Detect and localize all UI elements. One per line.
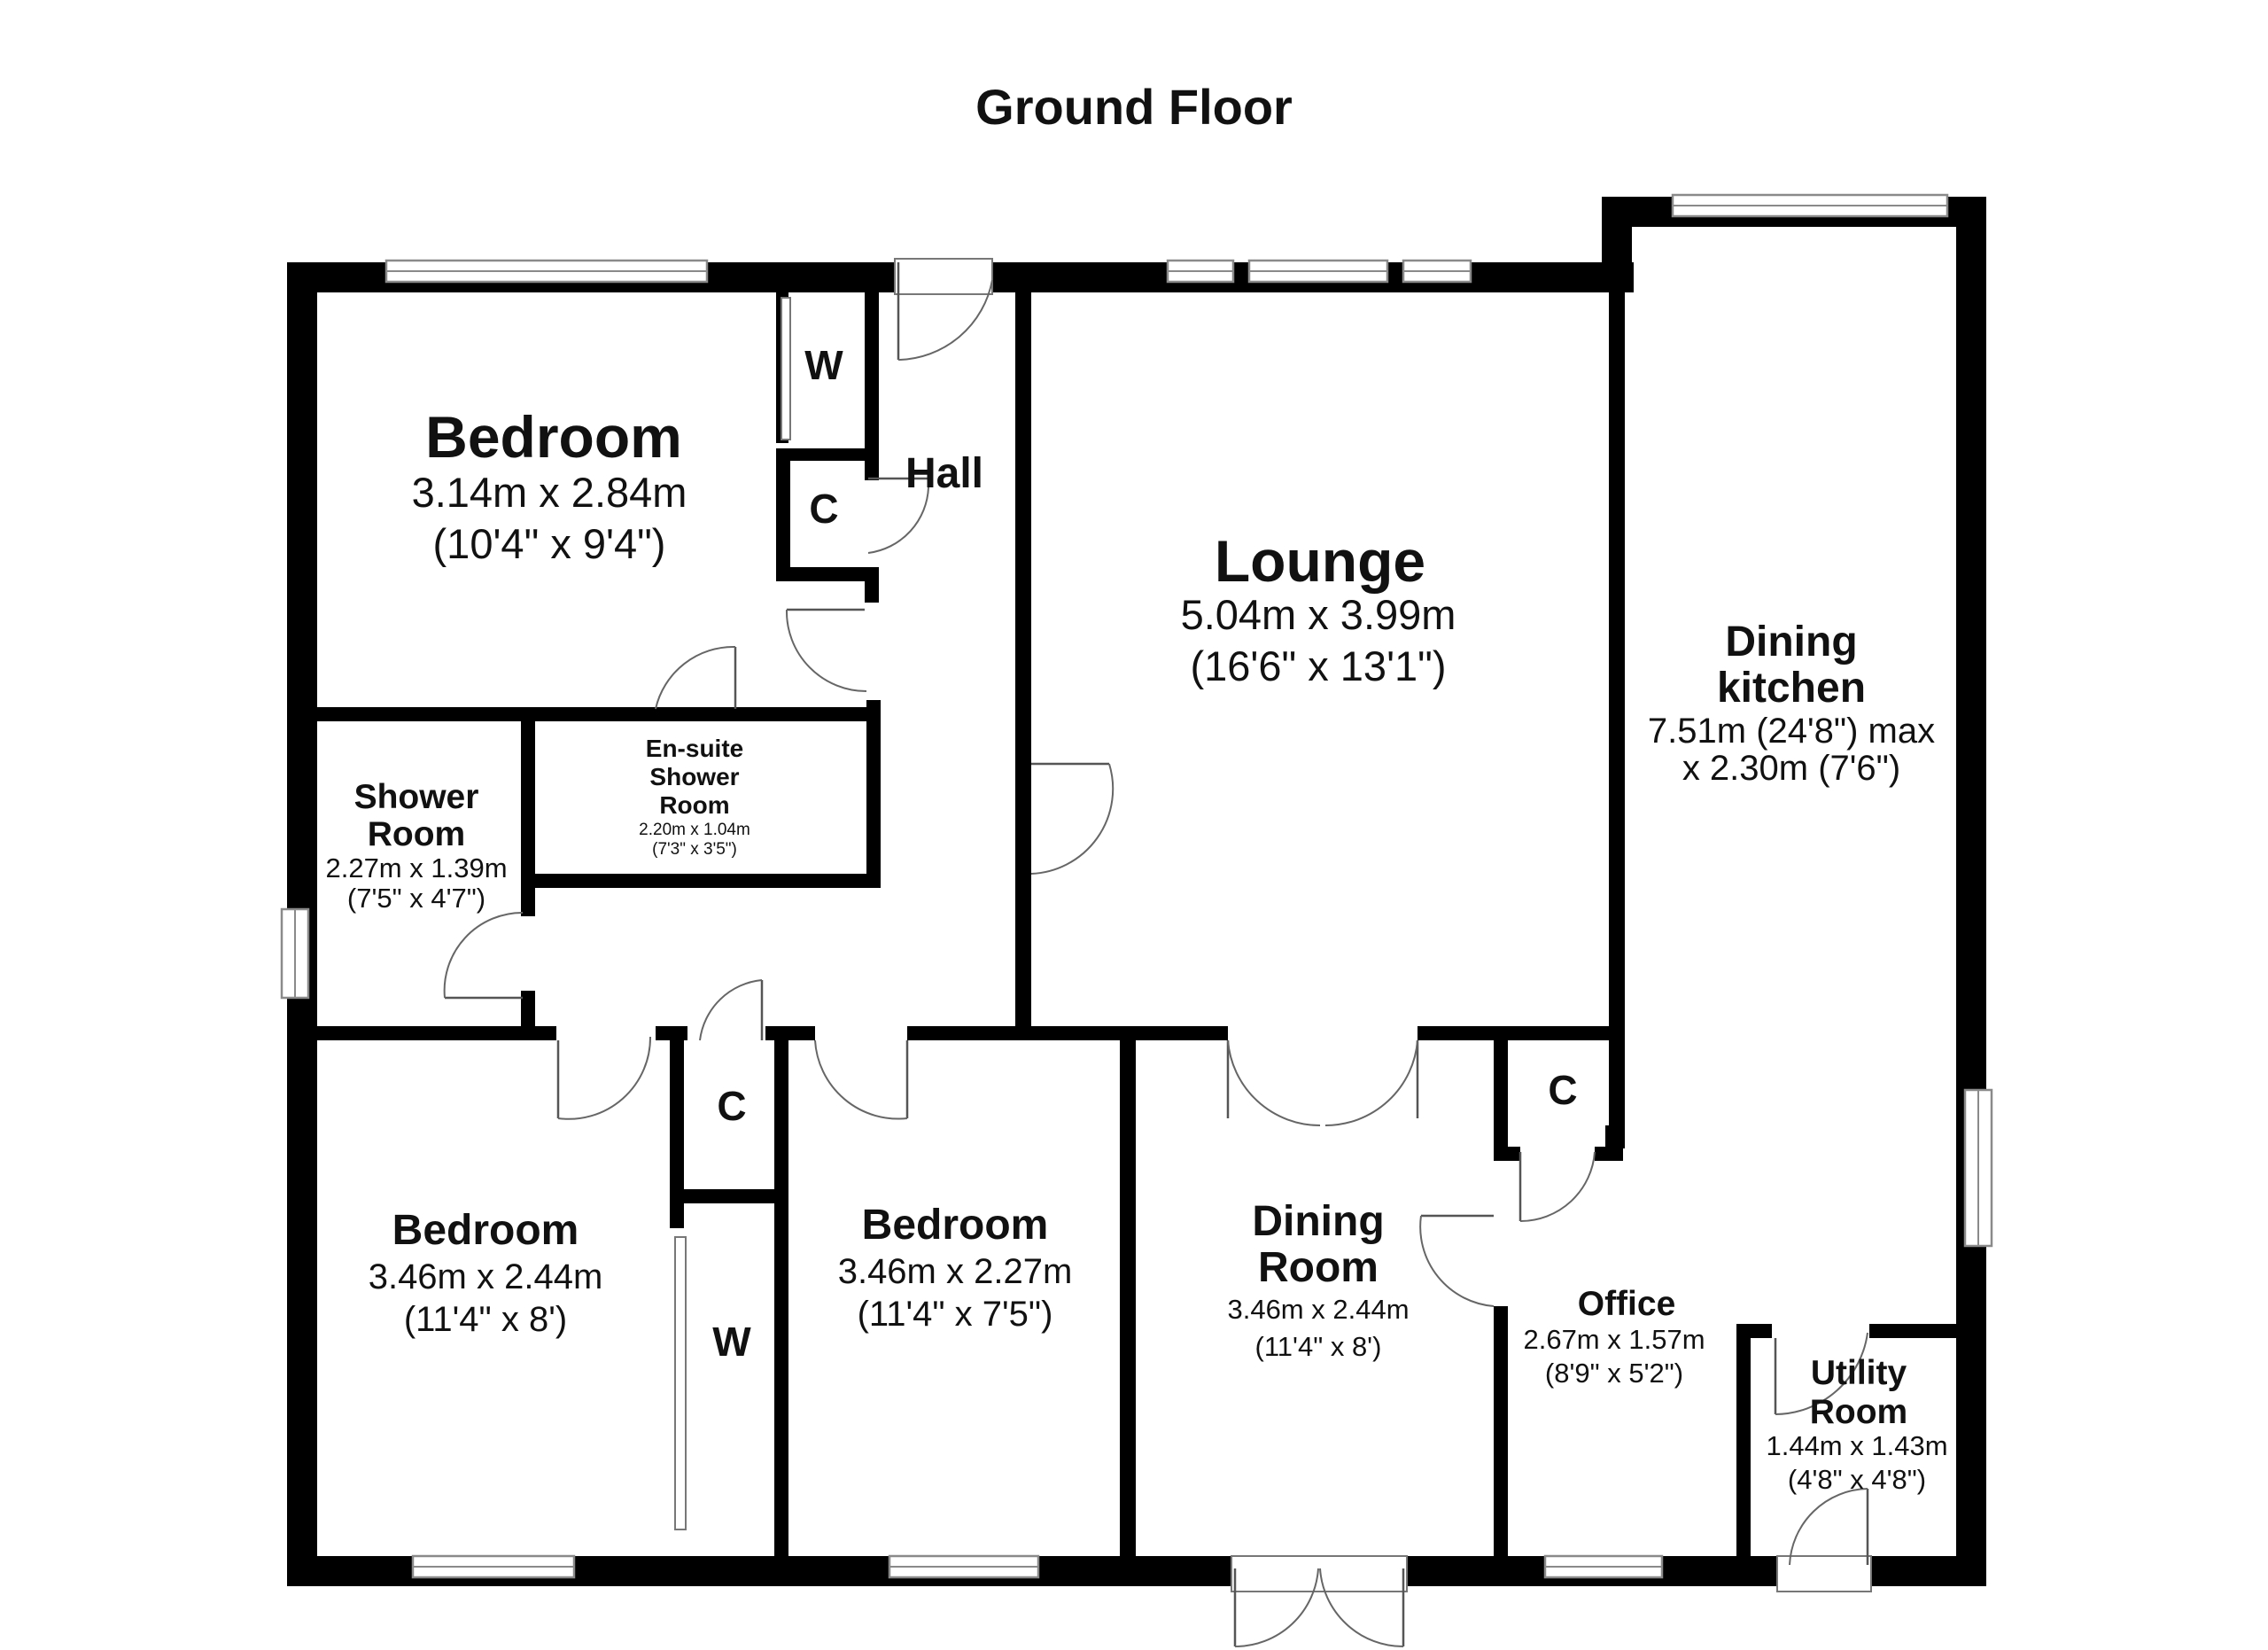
- room-name: Lounge: [1215, 528, 1425, 594]
- room-name-line2: Room: [1810, 1393, 1908, 1431]
- room-imperial: (4'8" x 4'8"): [1788, 1464, 1926, 1495]
- room-name: Hall: [905, 450, 983, 497]
- room-imperial: (16'6" x 13'1"): [1190, 642, 1446, 689]
- room-dim-line1: 7.51m (24'8") max: [1648, 712, 1935, 751]
- room-name-line1: En-suite: [646, 735, 743, 762]
- plan-title: Ground Floor: [975, 79, 1293, 135]
- room-hall: Hall: [905, 450, 983, 497]
- room-bedroom-2: Bedroom 3.46m x 2.44m (11'4" x 8'): [369, 1207, 603, 1339]
- room-metric: 2.20m x 1.04m: [639, 821, 750, 839]
- room-imperial: (7'5" x 4'7"): [347, 883, 485, 914]
- room-metric: 2.67m x 1.57m: [1523, 1324, 1705, 1355]
- wardrobe-label-top: W: [804, 342, 843, 388]
- room-metric: 3.46m x 2.44m: [369, 1257, 603, 1296]
- room-name: Bedroom: [425, 404, 682, 470]
- room-imperial: (10'4" x 9'4"): [433, 520, 666, 567]
- room-name: Bedroom: [862, 1202, 1049, 1249]
- room-imperial: (8'9" x 5'2"): [1545, 1358, 1683, 1389]
- room-name-line2: Room: [368, 815, 466, 853]
- wardrobe-label-mid: W: [712, 1319, 751, 1365]
- doors: [443, 258, 1872, 1648]
- windows: [280, 193, 1993, 1579]
- room-name-line3: Room: [659, 791, 729, 819]
- room-name-line2: Shower: [649, 763, 739, 790]
- room-ensuite: En-suite Shower Room 2.20m x 1.04m (7'3"…: [639, 735, 750, 859]
- cupboard-label-mid: C: [717, 1083, 746, 1129]
- room-metric: 2.27m x 1.39m: [325, 852, 507, 883]
- room-lounge: Lounge 5.04m x 3.99m (16'6" x 13'1"): [1181, 528, 1456, 689]
- room-name: Bedroom: [392, 1207, 579, 1254]
- room-imperial: (11'4" x 8'): [404, 1300, 567, 1339]
- cupboard-label-right: C: [1548, 1067, 1577, 1113]
- room-metric: 5.04m x 3.99m: [1181, 591, 1456, 638]
- room-bedroom-3: Bedroom 3.46m x 2.27m (11'4" x 7'5"): [838, 1202, 1073, 1334]
- room-name-line1: Dining: [1725, 619, 1857, 665]
- room-dining-kitchen: Dining kitchen 7.51m (24'8") max x 2.30m…: [1648, 619, 1935, 788]
- room-dim-line2: x 2.30m (7'6"): [1682, 749, 1900, 788]
- room-name: Office: [1578, 1285, 1676, 1323]
- room-metric: 3.14m x 2.84m: [412, 469, 687, 516]
- room-metric: 3.46m x 2.27m: [838, 1252, 1073, 1291]
- room-imperial: (7'3" x 3'5"): [652, 840, 737, 859]
- room-metric: 3.46m x 2.44m: [1227, 1294, 1409, 1325]
- cupboard-label-top: C: [809, 486, 838, 532]
- room-name-line1: Shower: [354, 778, 479, 816]
- room-metric: 1.44m x 1.43m: [1766, 1430, 1947, 1461]
- room-name-line1: Utility: [1811, 1354, 1907, 1392]
- room-shower-room: Shower Room 2.27m x 1.39m (7'5" x 4'7"): [325, 778, 507, 914]
- room-dining-room: Dining Room 3.46m x 2.44m (11'4" x 8'): [1227, 1198, 1409, 1362]
- room-office: Office 2.67m x 1.57m (8'9" x 5'2"): [1523, 1285, 1705, 1389]
- room-name-line2: kitchen: [1717, 665, 1866, 712]
- room-imperial: (11'4" x 8'): [1255, 1331, 1382, 1362]
- room-utility-room: Utility Room 1.44m x 1.43m (4'8" x 4'8"): [1766, 1354, 1947, 1495]
- room-name-line1: Dining: [1252, 1198, 1384, 1245]
- room-imperial: (11'4" x 7'5"): [858, 1295, 1053, 1334]
- room-bedroom-1: Bedroom 3.14m x 2.84m (10'4" x 9'4"): [412, 404, 687, 567]
- room-name-line2: Room: [1258, 1244, 1379, 1291]
